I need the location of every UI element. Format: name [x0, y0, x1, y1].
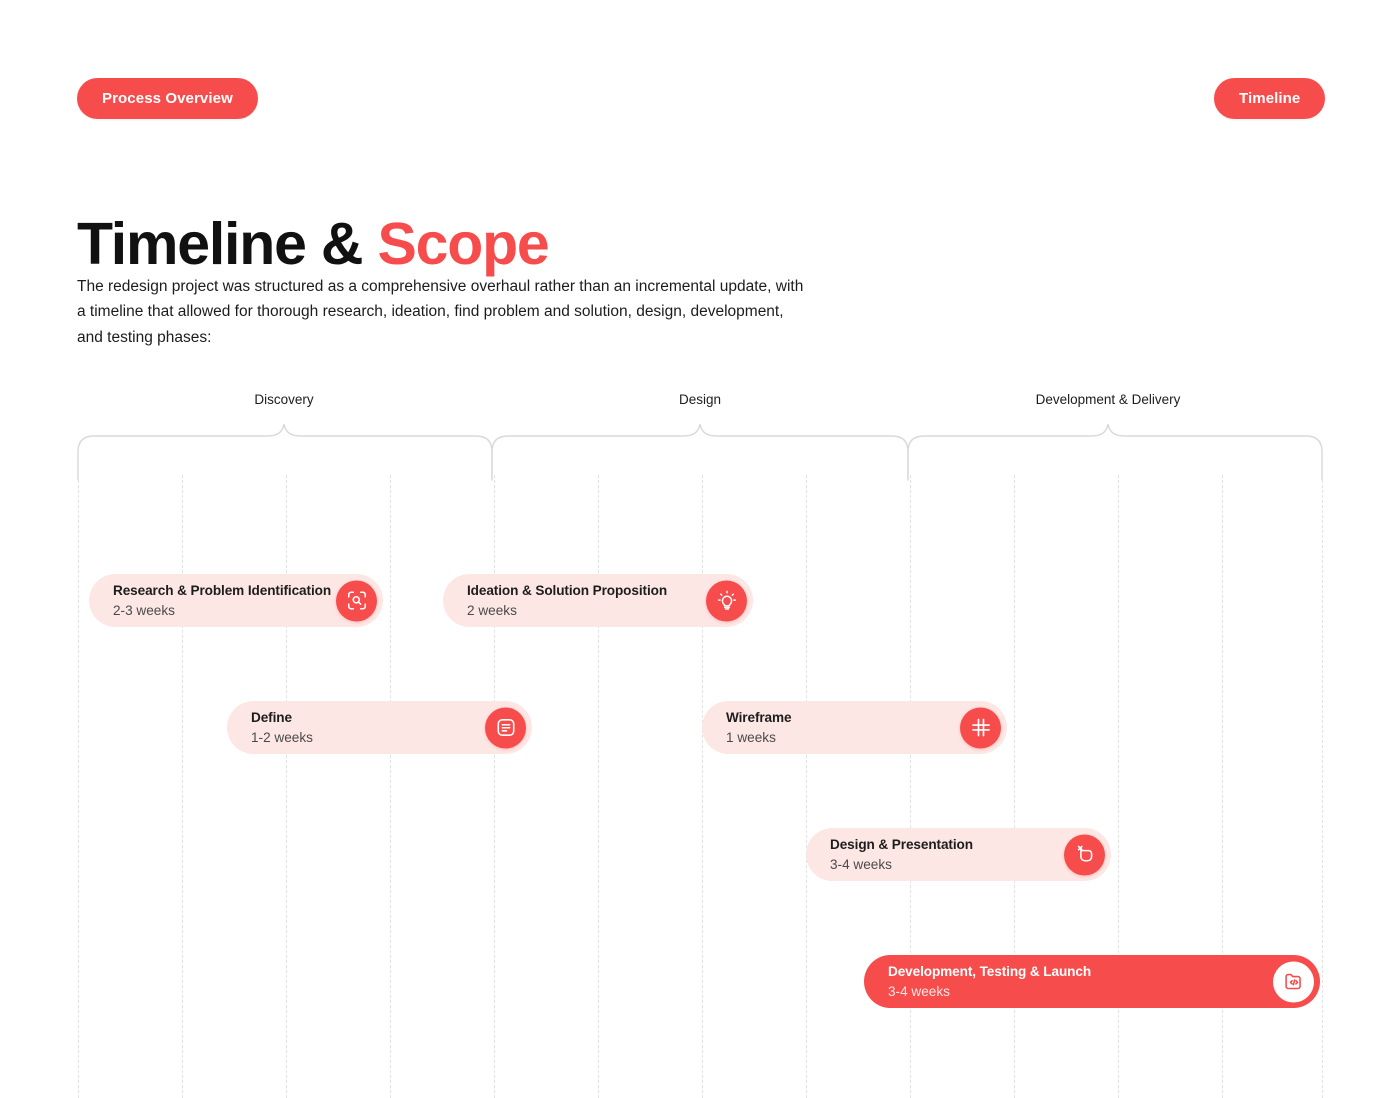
phase-label-development-delivery: Development & Delivery [1035, 392, 1181, 407]
timeline-bar-design-presentation[interactable]: Design & Presentation 3-4 weeks [806, 828, 1111, 881]
gridline [78, 475, 79, 1098]
timeline-bar-text: Research & Problem Identification 2-3 we… [113, 583, 331, 617]
phase-label-design: Design [678, 392, 722, 407]
page-title: Timeline & Scope [77, 214, 550, 274]
timeline-bar-title: Development, Testing & Launch [888, 963, 1092, 979]
timeline-bar-duration: 1 weeks [726, 730, 776, 745]
timeline-chart: Discovery Design Development & Delivery [0, 380, 1400, 1098]
timeline-bar-title: Ideation & Solution Proposition [467, 582, 668, 598]
timeline-bar-text: Define 1-2 weeks [251, 710, 313, 744]
gridline [598, 475, 599, 1098]
timeline-bar-title: Research & Problem Identification [113, 582, 332, 598]
gridline [806, 475, 807, 1098]
timeline-bar-title: Wireframe [726, 709, 792, 725]
gridline [1118, 475, 1119, 1098]
timeline-bar-duration: 3-4 weeks [830, 857, 892, 872]
timeline-bar-text: Wireframe 1 weeks [726, 709, 792, 745]
timeline-bar-text: Ideation & Solution Proposition 2 weeks [467, 583, 667, 617]
gridline [390, 475, 391, 1098]
timeline-bar-wireframe[interactable]: Wireframe 1 weeks [702, 701, 1007, 754]
document-list-icon [485, 707, 526, 748]
gridline [1222, 475, 1223, 1098]
bracket-development-delivery [907, 423, 1323, 481]
timeline-bar-research[interactable]: Research & Problem Identification 2-3 we… [89, 574, 383, 627]
timeline-bar-title: Define [251, 709, 292, 725]
gridline [182, 475, 183, 1098]
gridline [286, 475, 287, 1098]
lightbulb-icon [706, 580, 747, 621]
code-folder-icon [1273, 961, 1314, 1002]
timeline-bar-define[interactable]: Define 1-2 weeks [227, 701, 532, 754]
chart-gridlines [0, 475, 1400, 1098]
timeline-bar-text: Design & Presentation 3-4 weeks [830, 837, 973, 871]
timeline-bar-duration: 2-3 weeks [113, 603, 175, 618]
timeline-pill[interactable]: Timeline [1214, 78, 1326, 119]
page-title-lead: Timeline & [77, 210, 378, 277]
gridline [494, 475, 495, 1098]
gridline [1322, 475, 1323, 1098]
process-overview-pill[interactable]: Process Overview [77, 78, 258, 119]
gridline [1014, 475, 1015, 1098]
gridline [910, 475, 911, 1098]
page-title-accent: Scope [377, 210, 549, 277]
intro-paragraph: The redesign project was structured as a… [77, 277, 804, 346]
timeline-bar-ideation[interactable]: Ideation & Solution Proposition 2 weeks [443, 574, 753, 627]
timeline-bar-development[interactable]: Development, Testing & Launch 3-4 weeks [864, 955, 1320, 1008]
timeline-bar-duration: 3-4 weeks [888, 984, 950, 999]
phase-brackets [77, 423, 1323, 481]
scan-search-icon [336, 580, 377, 621]
timeline-bar-duration: 1-2 weeks [251, 730, 313, 745]
gridline [702, 475, 703, 1098]
phase-label-discovery: Discovery [254, 392, 314, 407]
pen-tool-icon [1064, 834, 1105, 875]
bracket-design [491, 423, 909, 481]
timeline-bar-title: Design & Presentation [830, 836, 973, 852]
bracket-discovery [77, 423, 493, 481]
grid-hash-icon [960, 707, 1001, 748]
timeline-bar-duration: 2 weeks [467, 603, 517, 618]
timeline-bar-text: Development, Testing & Launch 3-4 weeks [888, 964, 1091, 998]
